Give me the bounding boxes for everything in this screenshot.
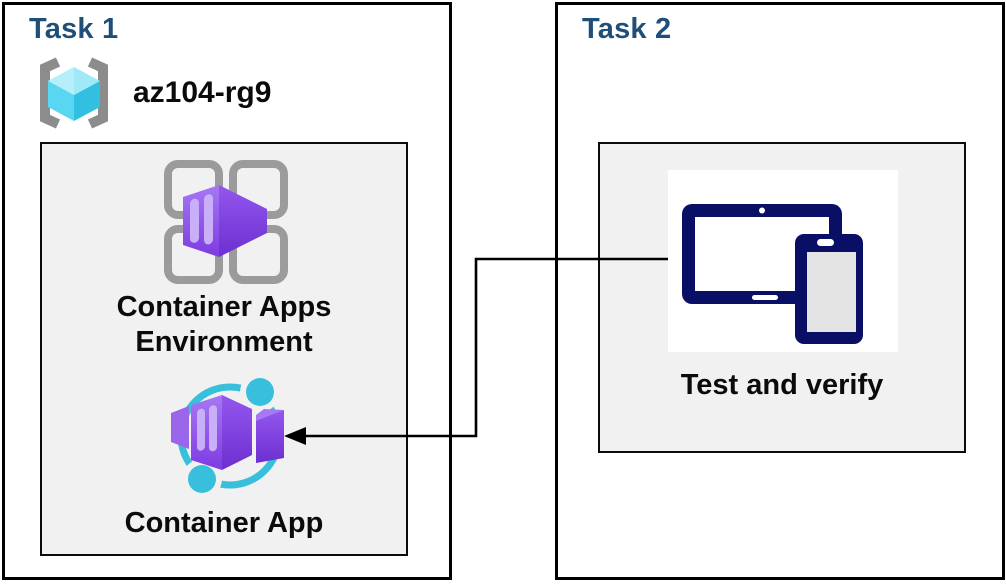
container-apps-environment-icon	[164, 160, 288, 284]
container-app-icon	[171, 375, 284, 499]
environment-panel: Container Apps Environment	[40, 142, 408, 556]
test-panel: Test and verify	[598, 142, 966, 453]
resource-group-row: az104-rg9	[28, 54, 271, 132]
task2-box: Task 2 Test and verify	[555, 2, 1005, 580]
resource-group-name: az104-rg9	[133, 76, 272, 109]
task2-title: Task 2	[582, 13, 672, 45]
test-label: Test and verify	[680, 369, 884, 401]
container-app-label: Container App	[124, 507, 324, 539]
task1-box: Task 1 az104-rg9	[2, 2, 452, 580]
environment-label: Container Apps Environment	[116, 291, 332, 358]
devices-icon	[682, 204, 863, 344]
devices-icon-frame	[668, 170, 898, 352]
resource-group-icon	[40, 57, 108, 129]
task1-title: Task 1	[29, 13, 119, 45]
